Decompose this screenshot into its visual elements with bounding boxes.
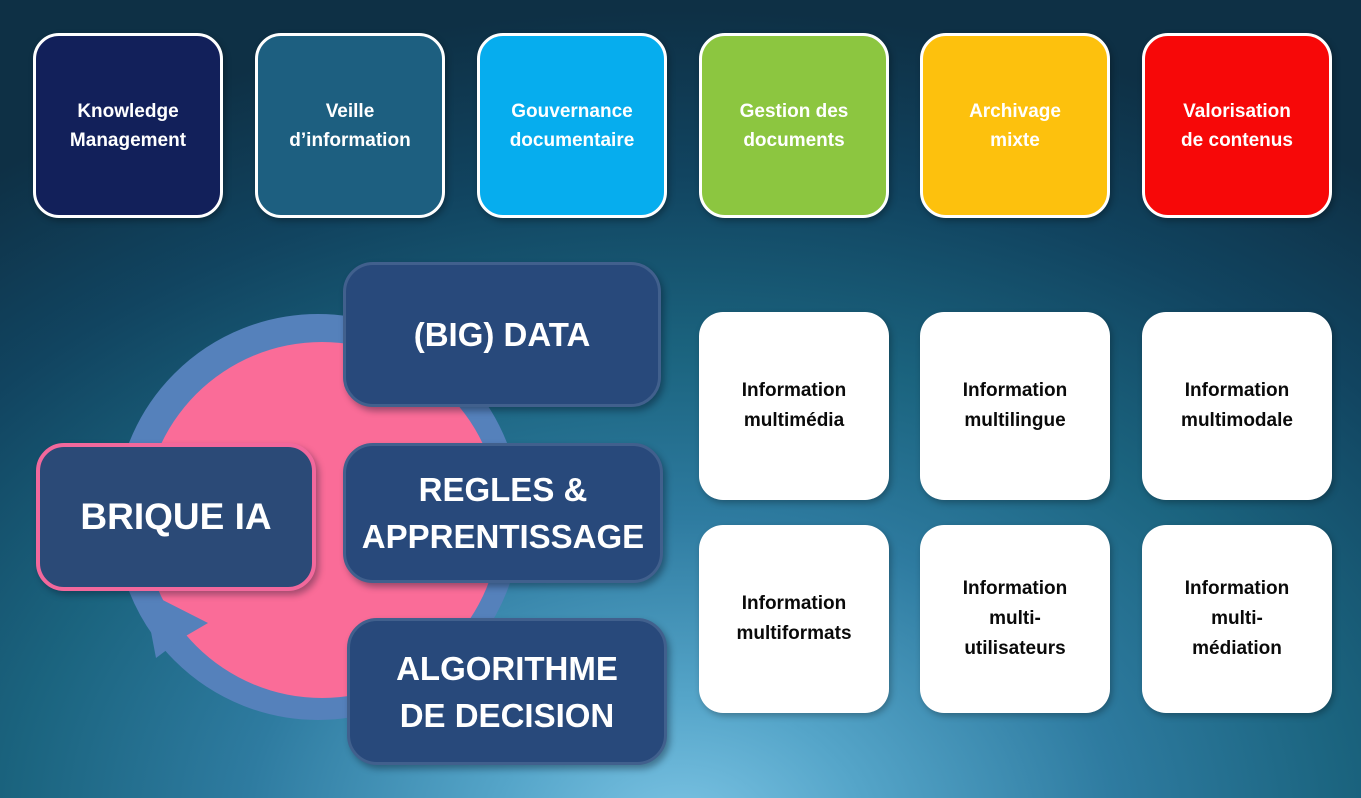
info-card-label-multiformats: Information multiformats: [736, 593, 852, 644]
process-label-big-data: (BIG) DATA: [413, 316, 591, 353]
info-card-multiformats: Information multiformats: [699, 525, 889, 713]
hub-label-brique-ia: BRIQUE IA: [80, 496, 272, 537]
info-card-label-multimedia: Information multimédia: [741, 380, 847, 431]
category-label-gestion-documents: Gestion des documents: [739, 100, 849, 151]
info-card-multimedia: Information multimédia: [699, 312, 889, 500]
category-label-archivage-mixte: Archivage mixte: [969, 100, 1061, 151]
category-box-gouvernance-documentaire: Gouvernance documentaire: [477, 33, 667, 218]
hub-box-brique-ia: BRIQUE IA: [36, 443, 316, 591]
category-label-knowledge-management: Knowledge Management: [69, 100, 187, 151]
info-card-label-multilingue: Information multilingue: [962, 380, 1068, 431]
info-card-label-multimodale: Information multimodale: [1181, 380, 1293, 431]
info-card-multi-mediation: Information multi- médiation: [1142, 525, 1332, 713]
info-card-label-multi-mediation: Information multi- médiation: [1184, 578, 1290, 659]
info-card-multi-utilisateurs: Information multi- utilisateurs: [920, 525, 1110, 713]
process-label-algorithme-decision: ALGORITHME DE DECISION: [396, 649, 618, 734]
category-box-archivage-mixte: Archivage mixte: [920, 33, 1110, 218]
category-label-gouvernance-documentaire: Gouvernance documentaire: [509, 100, 635, 151]
category-box-veille-information: Veille d’information: [255, 33, 445, 218]
category-label-valorisation-contenus: Valorisation de contenus: [1181, 100, 1293, 151]
cycle-arrowhead-icon: [143, 590, 208, 658]
cycle-disc: [144, 342, 500, 698]
process-box-regles-apprentissage: REGLES & APPRENTISSAGE: [343, 443, 663, 583]
category-box-knowledge-management: Knowledge Management: [33, 33, 223, 218]
category-label-veille-information: Veille d’information: [289, 100, 411, 151]
process-box-big-data: (BIG) DATA: [343, 262, 661, 407]
category-box-gestion-documents: Gestion des documents: [699, 33, 889, 218]
info-card-multilingue: Information multilingue: [920, 312, 1110, 500]
info-card-label-multi-utilisateurs: Information multi- utilisateurs: [962, 578, 1068, 659]
category-box-valorisation-contenus: Valorisation de contenus: [1142, 33, 1332, 218]
process-box-algorithme-decision: ALGORITHME DE DECISION: [347, 618, 667, 765]
info-card-multimodale: Information multimodale: [1142, 312, 1332, 500]
process-label-regles-apprentissage: REGLES & APPRENTISSAGE: [361, 471, 645, 555]
